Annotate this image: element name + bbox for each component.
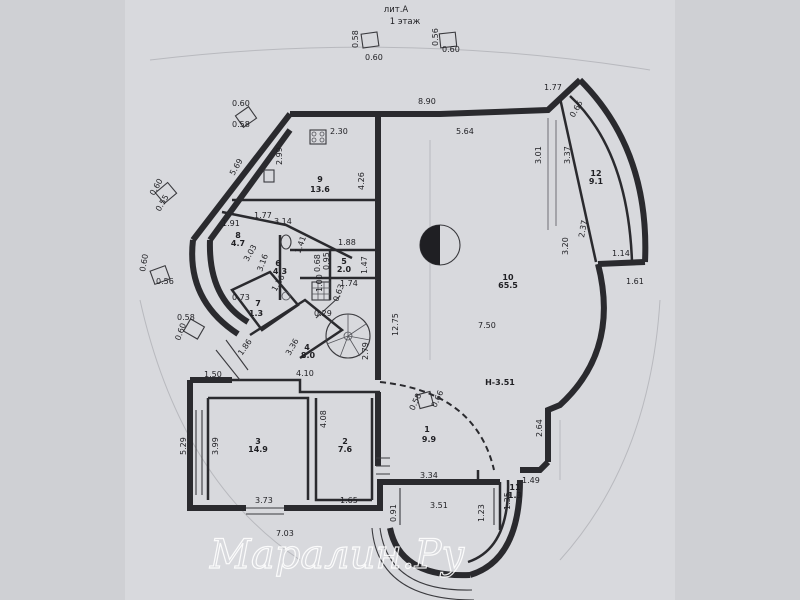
label-dimensions-d165: 1.65 — [340, 496, 358, 505]
height-mark: Н-3.51 — [485, 378, 515, 387]
room-id-7: 7 — [255, 299, 261, 308]
label-dimensions-d091: 0.91 — [389, 504, 398, 522]
label-windows-w1a: 0.58 — [351, 30, 360, 48]
liter-label: лит.А — [384, 5, 409, 15]
label-dimensions-d100: 1.00 — [315, 274, 324, 292]
room-area-6: 4.3 — [273, 267, 287, 276]
room-area-1: 9.9 — [422, 435, 437, 444]
label-windows-w2b: 0.60 — [442, 45, 460, 54]
label-dimensions-d334: 3.34 — [420, 471, 438, 480]
label-dimensions-d068: 0.68 — [313, 254, 322, 272]
label-dimensions-d264: 2.64 — [535, 419, 544, 437]
watermark: Маралин.Ру — [209, 532, 465, 578]
label-dimensions-d529: 5.29 — [179, 437, 188, 455]
label-dimensions-d149: 1.49 — [522, 476, 540, 485]
label-dimensions-d703: 7.03 — [276, 529, 294, 538]
label-dimensions-d188: 1.88 — [338, 238, 356, 247]
label-dimensions-d150: 1.50 — [204, 370, 222, 379]
label-dimensions-d230: 2.30 — [330, 127, 348, 136]
label-windows-w6a: 0.58 — [177, 313, 195, 322]
room-id-4: 4 — [304, 343, 310, 352]
label-dimensions-d750: 7.50 — [478, 321, 496, 330]
room-id-2: 2 — [342, 437, 348, 446]
label-dimensions-d123: 1.23 — [477, 504, 486, 522]
label-dimensions-d373: 3.73 — [255, 496, 273, 505]
label-dimensions-d177b: 1.77 — [254, 211, 272, 220]
floor-label: 1 этаж — [390, 17, 421, 27]
label-windows-w3a: 0.60 — [232, 99, 250, 108]
label-dimensions-d029: 0.29 — [314, 309, 332, 318]
label-dimensions-d135: 1.35 — [503, 492, 512, 510]
label-windows-w1b: 0.60 — [365, 53, 383, 62]
label-dimensions-d410: 4.10 — [296, 369, 314, 378]
label-windows-w5b: 0.56 — [156, 277, 174, 286]
room-area-9: 13.6 — [310, 185, 330, 194]
inner-walls — [206, 97, 598, 530]
label-windows-w5a: 0.60 — [138, 253, 150, 272]
label-dimensions-d301: 3.01 — [534, 146, 543, 164]
label-dimensions-d408: 4.08 — [319, 410, 328, 428]
label-dimensions-d177: 1.77 — [544, 83, 562, 92]
room-area-12: 9.1 — [589, 177, 604, 186]
label-dimensions-d073: 0.73 — [232, 293, 250, 302]
label-windows-w2a: 0.56 — [431, 28, 440, 46]
room-area-7: 1.3 — [249, 309, 263, 318]
room-id-5: 5 — [341, 257, 347, 266]
fixtures — [195, 129, 495, 525]
room-id-8: 8 — [235, 231, 241, 240]
label-dimensions-d337: 3.37 — [563, 146, 572, 164]
label-dimensions-d890: 8.90 — [418, 97, 436, 106]
label-dimensions-d174: 1.74 — [340, 279, 358, 288]
room-id-10: 10 — [502, 273, 514, 282]
room-labels: 9 13.6 8 4.7 6 4.3 5 2.0 7 1.3 4 8.0 10 … — [231, 169, 604, 500]
label-dimensions-d147: 1.47 — [360, 256, 369, 274]
label-dimensions-d161: 1.61 — [626, 277, 644, 286]
label-dimensions-d564: 5.64 — [456, 127, 474, 136]
room-id-3: 3 — [255, 437, 261, 446]
room-area-4: 8.0 — [301, 351, 316, 360]
label-dimensions-d1275: 12.75 — [391, 313, 400, 336]
room-id-1: 1 — [424, 425, 430, 434]
label-dimensions-d351: 3.51 — [430, 501, 448, 510]
label-dimensions-d237: 2.37 — [577, 219, 589, 238]
room-id-12: 12 — [590, 169, 601, 178]
room-id-9: 9 — [317, 175, 323, 184]
room-area-10: 65.5 — [498, 281, 518, 290]
room-id-11: 11 — [509, 483, 521, 492]
room-area-8: 4.7 — [231, 239, 245, 248]
label-dimensions-d114: 1.14 — [612, 249, 630, 258]
label-dimensions-d426: 4.26 — [357, 172, 366, 190]
room-area-2: 7.6 — [338, 445, 353, 454]
outer-walls — [187, 77, 649, 600]
label-dimensions-d314: 3.14 — [274, 217, 292, 226]
label-dimensions-d399: 3.99 — [211, 437, 220, 455]
room-area-5: 2.0 — [337, 265, 352, 274]
room-area-11: 1.3 — [508, 491, 522, 500]
label-dimensions-d299: 2.99 — [275, 147, 284, 165]
label-dimensions-d320: 3.20 — [561, 237, 570, 255]
room-area-3: 14.9 — [248, 445, 268, 454]
label-dimensions-d191: 1.91 — [222, 219, 240, 228]
label-dimensions-d095: 0.95 — [322, 252, 331, 270]
label-windows-w3b: 0.58 — [232, 120, 250, 129]
room-id-6: 6 — [275, 259, 281, 268]
label-dimensions-d279: 2.79 — [361, 342, 370, 360]
